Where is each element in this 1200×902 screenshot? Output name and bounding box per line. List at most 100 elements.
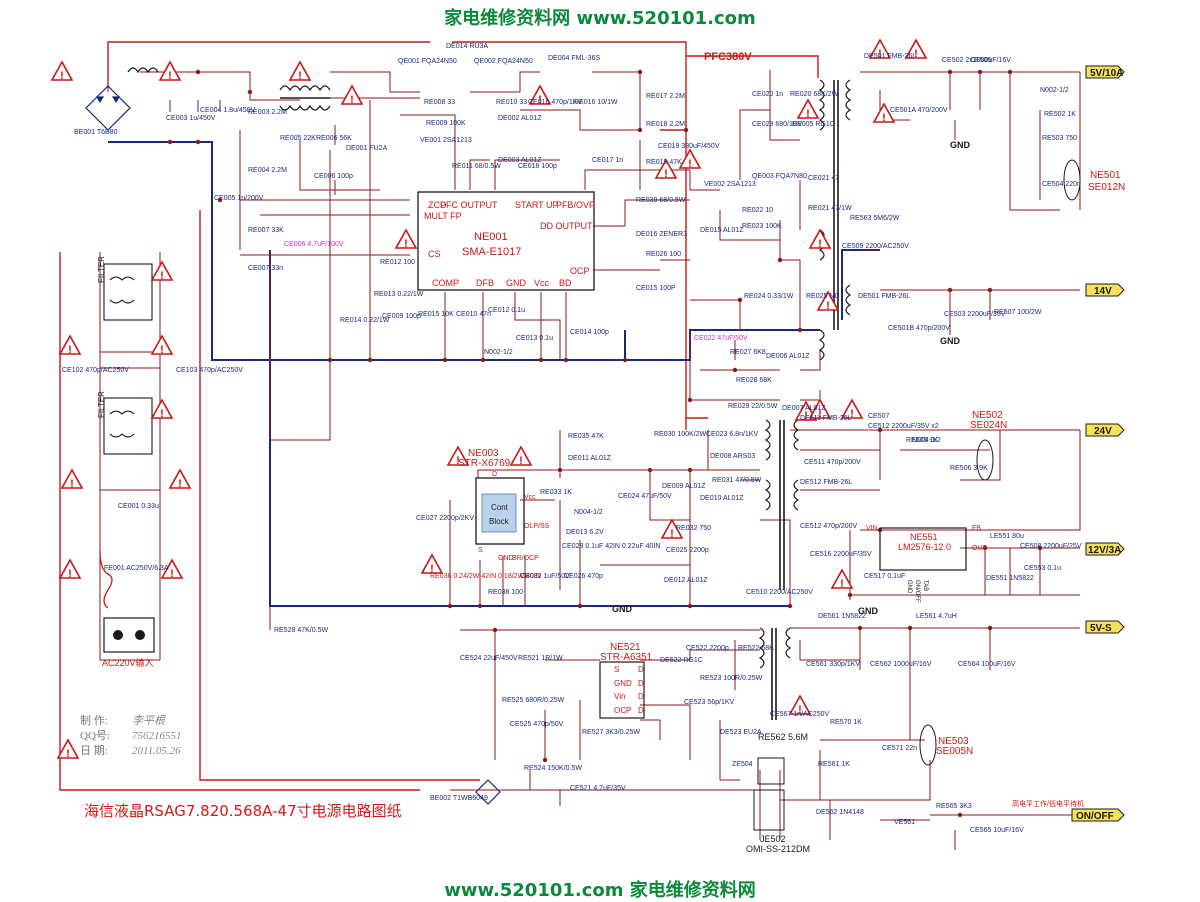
label-de523: DE523 EU2A <box>720 729 762 736</box>
ic-ne003-part: STR-X6769 <box>458 458 511 469</box>
label-ce516: CE516 2200uF/35V <box>810 551 872 558</box>
label-le561: LE561 4.7uH <box>916 613 957 620</box>
ac-input-label: AC220V输入 <box>102 657 154 668</box>
label-de007: DE007 AL01Z <box>782 405 826 412</box>
label-de005: DE005 RG1C <box>792 121 835 128</box>
output-14v: 14V <box>1094 286 1112 297</box>
ac-input-plug <box>103 617 155 653</box>
label-re503: RE503 750 <box>1042 135 1077 142</box>
label-ce564: CE564 100uF/16V <box>958 661 1016 668</box>
svg-text:!: ! <box>664 168 668 180</box>
label-ce020: CE020 1n <box>752 91 783 98</box>
ne551-pin-tab: TAB <box>922 580 928 591</box>
label-ce010: CE010 47n <box>456 311 491 318</box>
label-de551: DE551 1N5822 <box>986 575 1034 582</box>
label-ce017: CE017 1n <box>592 157 623 164</box>
label-de561: DE561 1N5822 <box>818 613 866 620</box>
label-re021: RE021 47/1W <box>808 205 852 212</box>
label-ce561: CE561 330p/1KV <box>806 661 860 668</box>
ne001-pin-zcd: ZCD <box>428 200 447 210</box>
ne001-pin-startup: START UP <box>515 200 559 210</box>
ic-ne521 <box>599 661 645 719</box>
drawn-by-value: 李平根 <box>132 715 165 727</box>
label-ze504: ZE504 <box>732 761 753 768</box>
label-ce025: CE025 2200p <box>666 547 709 554</box>
label-ce507: CE507 <box>868 413 890 420</box>
svg-text:!: ! <box>850 408 854 420</box>
label-re023: RE023 100K <box>742 223 782 230</box>
output-on-off: ON/OFF <box>1076 811 1114 822</box>
label-re003: RE003 2.2M <box>248 109 287 116</box>
label-re018: RE018 2.2M <box>646 121 685 128</box>
label-ce510: CE510 2200/AC250V <box>746 589 813 596</box>
ic-ne003-ref: NE003 <box>468 448 499 459</box>
svg-text:!: ! <box>519 455 523 467</box>
label-fe001: FE001 AC250V/6.3A <box>104 565 169 572</box>
label-ce009: CE009 100p <box>382 313 421 320</box>
label-re008: RE008 33 <box>424 99 455 106</box>
label-re011: RE011 68/0.5W <box>452 163 501 170</box>
header-title: 家电维修资料网 www.520101.com <box>444 8 756 29</box>
label-qe003: QE003 FQA7N80 <box>752 173 807 180</box>
label-be001: BE001 T6B80 <box>74 129 118 136</box>
label-de015: DE015 AL01Z <box>700 227 744 234</box>
ic-ne001-part: SMA-E1017 <box>462 246 521 258</box>
label-n004-b: N004-1/2 <box>912 437 941 444</box>
label-re022: RE022 10 <box>742 207 773 214</box>
ne521-pin-s: S <box>614 665 619 674</box>
standby-note: 高电平工作/低电平待机 <box>1012 799 1084 808</box>
gnd-label-5v: GND <box>950 140 971 150</box>
svg-text:!: ! <box>178 478 182 490</box>
label-re561: RE561 1K <box>818 761 850 768</box>
label-le551: LE551 80u <box>990 533 1024 540</box>
label-ce006: CE006 100p <box>314 173 353 180</box>
svg-text:!: ! <box>70 478 74 490</box>
label-re502: RE502 1K <box>1044 111 1076 118</box>
label-be002: BE002 T1WB6049 <box>430 795 488 802</box>
label-re524: RE524 150K/0.5W <box>524 765 582 772</box>
ne521-pin-d4: D <box>638 706 644 715</box>
svg-text:!: ! <box>170 568 174 580</box>
label-de522: DE522 RG1C <box>660 657 703 664</box>
filter-label-2: FILTER <box>97 391 106 418</box>
label-de009: DE009 AL01Z <box>662 483 706 490</box>
warning-triangles <box>50 38 928 759</box>
label-ce512b: CE512 470p/200V <box>800 523 858 530</box>
drawing-title: 海信液晶RSAG7.820.568A-47寸电源电路图纸 <box>84 802 402 820</box>
ne003-pin-d: D <box>492 471 497 478</box>
label-re006: RE006 56K <box>316 135 352 142</box>
label-ce007: CE007 33n <box>248 265 283 272</box>
ne551-pin-vin: VIN <box>866 525 878 532</box>
svg-text:!: ! <box>60 70 64 82</box>
label-de002: DE002 AL01Z <box>498 115 542 122</box>
filter-label-1: FILTER <box>97 256 106 283</box>
label-ce505: CE505 <box>970 57 992 64</box>
label-re565: RE565 3K3 <box>936 803 972 810</box>
label-re570: RE570 1K <box>830 719 862 726</box>
svg-text:!: ! <box>66 748 70 760</box>
date-value: 2011.05.26 <box>132 745 181 757</box>
label-ce021: CE021 47 <box>808 175 839 182</box>
ic-ne551-ref: NE551 <box>910 532 938 542</box>
label-re522: RE522 68K <box>738 645 774 652</box>
svg-text:!: ! <box>670 528 674 540</box>
ne003-pin-gnd: GND <box>498 555 514 562</box>
ne001-pin-vcc: Vcc <box>534 278 550 288</box>
label-ce562: CE562 1000uF/16V <box>870 661 932 668</box>
ne001-pin-ddout: DD OUTPUT <box>540 221 593 231</box>
svg-text:!: ! <box>878 48 882 60</box>
pfc-rail-label: PFC380V <box>704 51 752 63</box>
ne001-pin-comp: COMP <box>432 278 459 288</box>
label-ce521: CE521 4.7uF/35V <box>570 785 626 792</box>
label-re004: RE004 2.2M <box>248 167 287 174</box>
svg-text:!: ! <box>804 410 808 422</box>
label-ce503: CE503 2200uF/35V <box>944 311 1006 318</box>
label-ce013: CE013 0.1u <box>516 335 553 342</box>
ne001-pin-gnd: GND <box>506 278 527 288</box>
label-re014: RE014 0.22/1W <box>340 317 390 324</box>
ic-ne503-part: SE005N <box>936 746 973 757</box>
label-re017: RE017 2.2M <box>646 93 685 100</box>
label-re016: RE016 10/1W <box>574 99 618 106</box>
label-re506: RE506 3.9K <box>950 465 988 472</box>
label-ce102: CE102 470p/AC250V <box>62 367 129 374</box>
